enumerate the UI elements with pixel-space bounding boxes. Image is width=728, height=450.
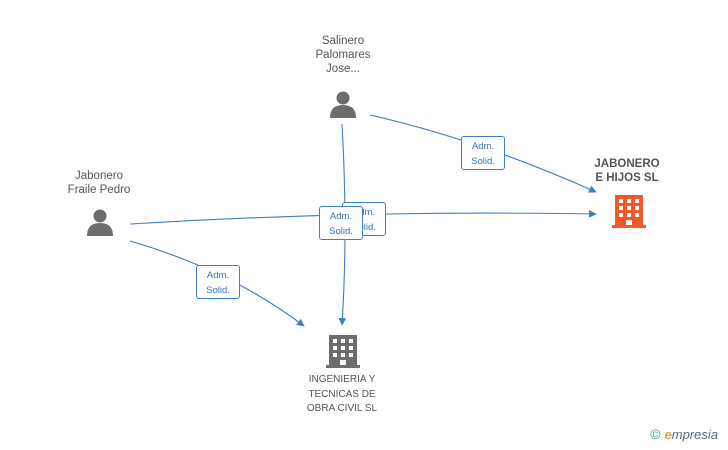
brand-e: e xyxy=(664,427,672,442)
badge-line: Adm. xyxy=(352,207,376,218)
badge-line: Adm. xyxy=(329,211,353,222)
badge-line: Solid. xyxy=(471,156,495,167)
node-label-line: Palomares xyxy=(315,49,371,61)
node-label-line: JABONERO xyxy=(594,158,660,170)
badge-line: Solid. xyxy=(352,222,376,233)
person-icon[interactable] xyxy=(85,208,115,238)
building-icon[interactable] xyxy=(612,193,646,229)
person-icon[interactable] xyxy=(328,90,358,120)
node-label-jabonero-fraile[interactable]: Jabonero Fraile Pedro xyxy=(56,169,142,197)
node-label-salinero[interactable]: Salinero Palomares Jose... xyxy=(300,34,386,76)
badge-line: Solid. xyxy=(206,285,230,296)
copyright-icon: © xyxy=(650,426,661,442)
badge-line: Solid. xyxy=(329,226,353,237)
node-label-line: INGENIERIA Y xyxy=(308,374,376,385)
node-label-line: Jose... xyxy=(326,63,360,75)
badge-line: Adm. xyxy=(206,270,230,281)
node-label-line: Jabonero xyxy=(75,170,123,182)
edge-role-badge[interactable]: Adm. Solid. xyxy=(196,265,240,299)
node-label-line: Fraile Pedro xyxy=(67,184,131,196)
badge-line: Adm. xyxy=(471,141,495,152)
node-label-line: Salinero xyxy=(321,35,365,47)
edge-role-badge[interactable]: Adm. Solid. xyxy=(319,206,363,240)
brand-logo: ©empresia xyxy=(650,426,718,442)
edge-role-badge[interactable]: Adm. Solid. xyxy=(461,136,505,170)
node-label-line: TECNICAS DE xyxy=(308,388,376,400)
building-icon[interactable] xyxy=(326,333,360,369)
node-label-line: OBRA CIVIL SL xyxy=(306,403,378,414)
node-label-jabonero-hijos[interactable]: JABONERO E HIJOS SL xyxy=(582,157,672,185)
node-label-line: E HIJOS SL xyxy=(595,172,659,184)
brand-name: mpresia xyxy=(671,427,718,442)
node-label-ingenieria[interactable]: INGENIERIA Y TECNICAS DE OBRA CIVIL SL xyxy=(286,373,398,417)
